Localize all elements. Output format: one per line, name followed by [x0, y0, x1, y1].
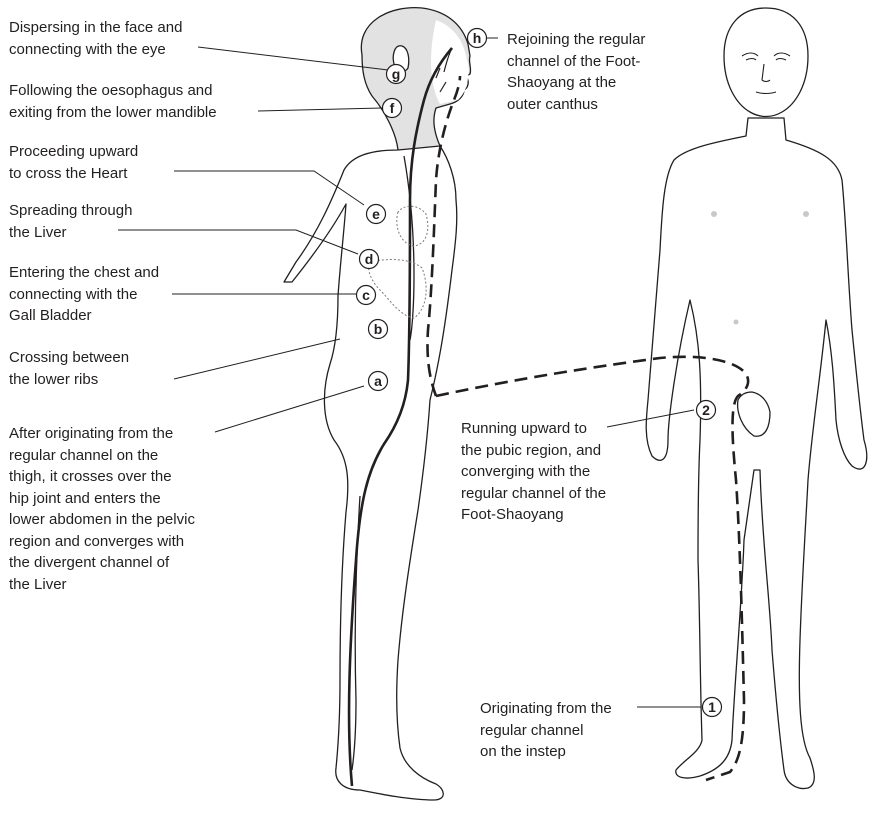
marker-2: 2: [697, 401, 716, 420]
label-a-thigh: After originating from the regular chann…: [9, 423, 195, 595]
marker-f: f: [383, 99, 402, 118]
svg-text:d: d: [365, 251, 374, 267]
svg-text:f: f: [390, 100, 395, 116]
marker-d: d: [360, 250, 379, 269]
svg-text:g: g: [392, 66, 401, 82]
marker-e: e: [367, 205, 386, 224]
label-b-ribs: Crossing between the lower ribs: [9, 347, 129, 390]
label-g-face: Dispersing in the face and connecting wi…: [9, 17, 182, 60]
label-2-pubic: Running upward to the pubic region, and …: [461, 418, 606, 526]
label-1-instep: Originating from the regular channel on …: [480, 698, 612, 763]
label-d-liver: Spreading through the Liver: [9, 200, 132, 243]
svg-text:2: 2: [702, 402, 710, 418]
front-view-figure: [646, 8, 866, 788]
label-e-heart: Proceeding upward to cross the Heart: [9, 141, 138, 184]
side-view-figure: [284, 8, 471, 800]
label-c-chest: Entering the chest and connecting with t…: [9, 262, 159, 327]
front-head: [724, 8, 808, 117]
marker-b: b: [369, 320, 388, 339]
label-f-oesophagus: Following the oesophagus and exiting fro…: [9, 80, 217, 123]
front-body: [646, 118, 866, 788]
svg-text:1: 1: [708, 699, 716, 715]
svg-text:h: h: [473, 30, 482, 46]
svg-text:a: a: [374, 373, 382, 389]
marker-h: h: [468, 29, 487, 48]
marker-g: g: [387, 65, 406, 84]
marker-a: a: [369, 372, 388, 391]
marker-c: c: [357, 286, 376, 305]
svg-text:b: b: [374, 321, 383, 337]
svg-text:c: c: [362, 287, 370, 303]
label-h-canthus: Rejoining the regular channel of the Foo…: [507, 29, 645, 115]
marker-1: 1: [703, 698, 722, 717]
svg-text:e: e: [372, 206, 380, 222]
